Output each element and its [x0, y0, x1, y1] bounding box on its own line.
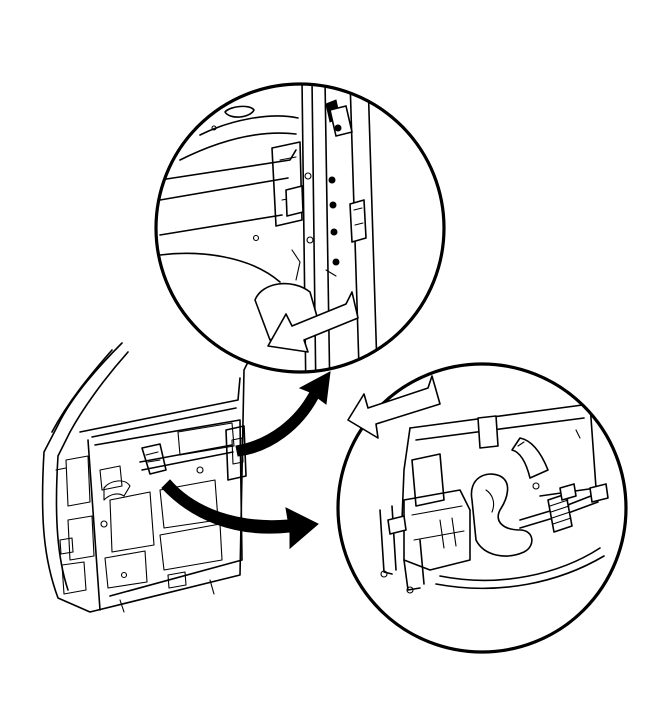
magnify-circle-icon: [336, 362, 628, 654]
door-panel: [41, 342, 249, 613]
direction-arrow-icon: [347, 375, 441, 439]
curved-arrow-icon: [161, 479, 319, 550]
magnify-circle-icon: [154, 82, 446, 374]
direction-arrow-icon: [267, 291, 359, 353]
upper-detail-circle: [154, 82, 446, 374]
lower-detail-circle: [336, 362, 628, 654]
curved-arrow-icon: [235, 371, 331, 457]
